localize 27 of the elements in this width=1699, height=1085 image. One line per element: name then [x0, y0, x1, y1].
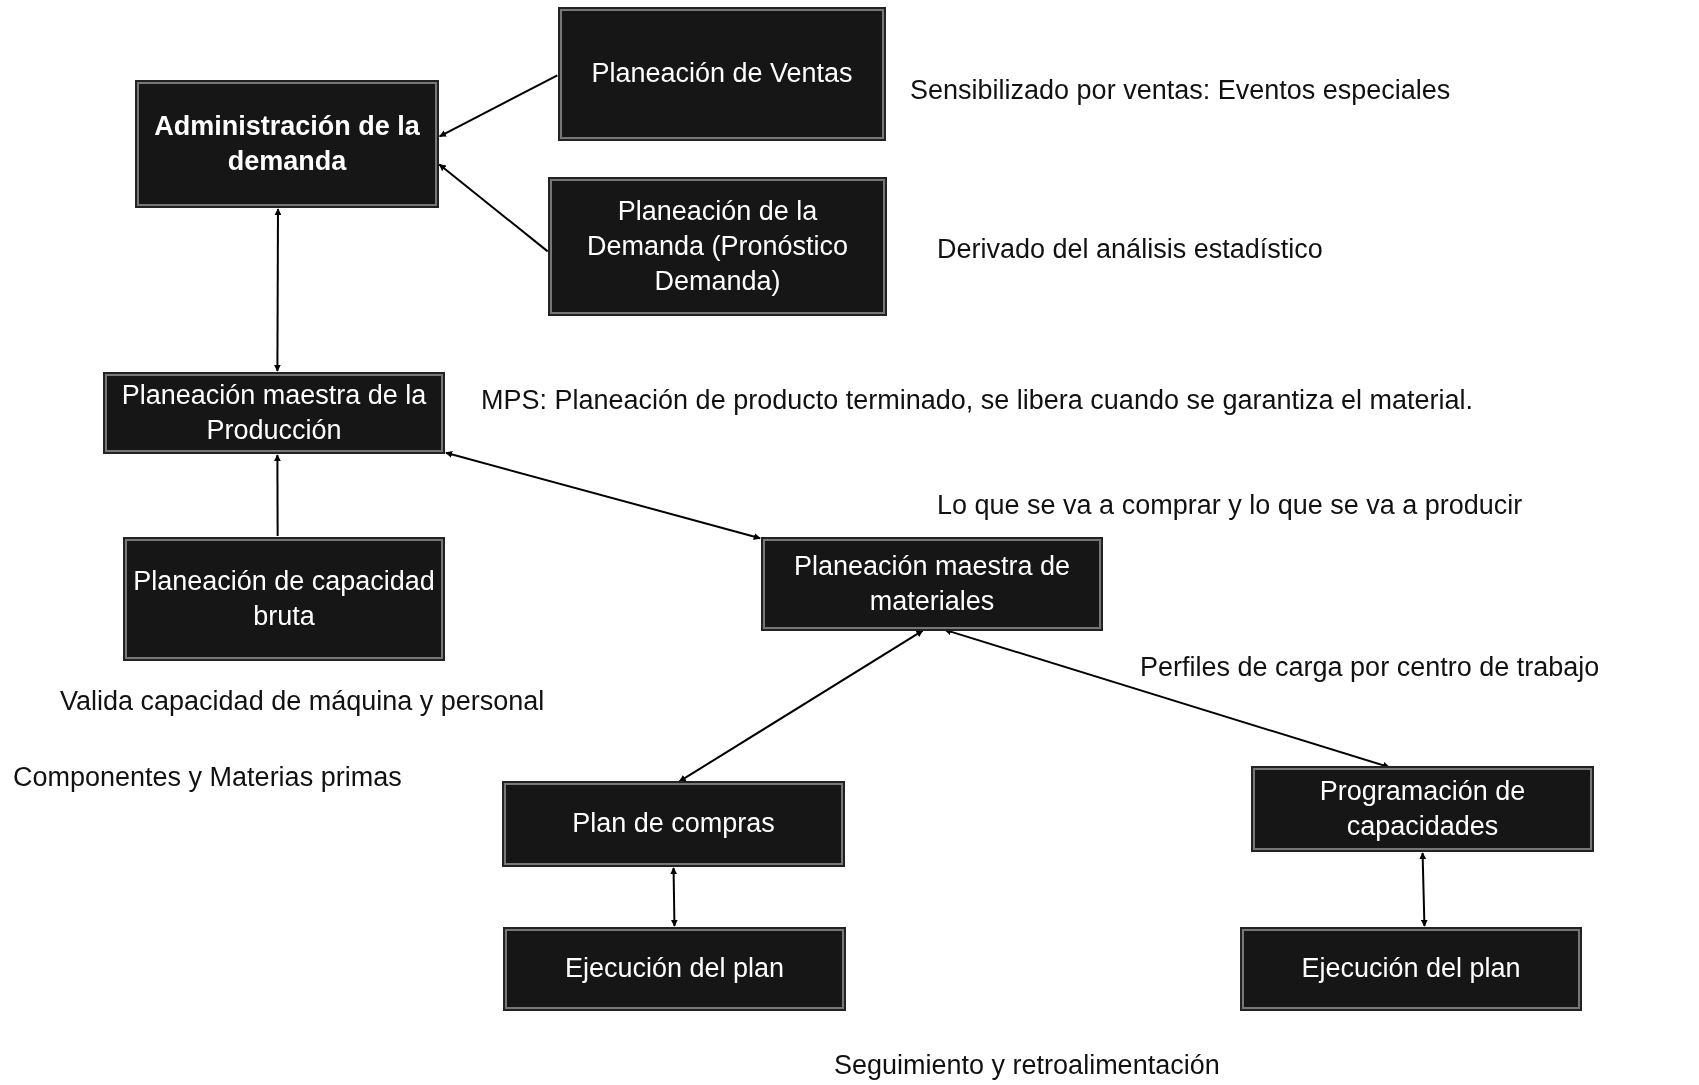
process-box: Planeación maestra de la Producción: [105, 374, 443, 452]
annotation-text: Seguimiento y retroalimentación: [834, 1050, 1220, 1081]
process-box: Ejecución del plan: [505, 929, 844, 1009]
arrow: [438, 163, 549, 253]
arrow: [438, 74, 559, 138]
arrow: [444, 451, 762, 540]
process-box: Programación de capacidades: [1253, 768, 1592, 850]
arrow: [944, 628, 1391, 769]
process-box: Planeación de la Demanda (Pronóstico Demanda): [550, 179, 885, 314]
process-box: Planeación maestra de materiales: [763, 539, 1101, 629]
process-box: Planeación de Ventas: [560, 9, 884, 139]
annotation-text: MPS: Planeación de producto terminado, se libera cuando se garantiza el material.: [481, 385, 1474, 416]
arrow: [678, 629, 924, 783]
process-box: Ejecución del plan: [1242, 929, 1580, 1009]
annotation-text: Lo que se va a comprar y lo que se va a producir: [937, 490, 1523, 521]
annotation-text: Componentes y Materias primas: [13, 762, 402, 793]
annotation-text: Derivado del análisis estadístico: [937, 234, 1323, 265]
process-box: Plan de compras: [504, 783, 843, 865]
arrow: [670, 867, 678, 927]
annotation-text: Sensibilizado por ventas: Eventos especiales: [910, 75, 1451, 106]
annotation-text: Valida capacidad de máquina y personal: [60, 686, 545, 717]
annotation-text: Perfiles de carga por centro de trabajo: [1140, 652, 1600, 683]
arrow: [273, 208, 282, 372]
process-box: Administración de la demanda: [137, 82, 437, 206]
arrow: [273, 454, 281, 537]
process-box: Planeación de capacidad bruta: [125, 539, 443, 659]
arrow: [1419, 852, 1428, 927]
